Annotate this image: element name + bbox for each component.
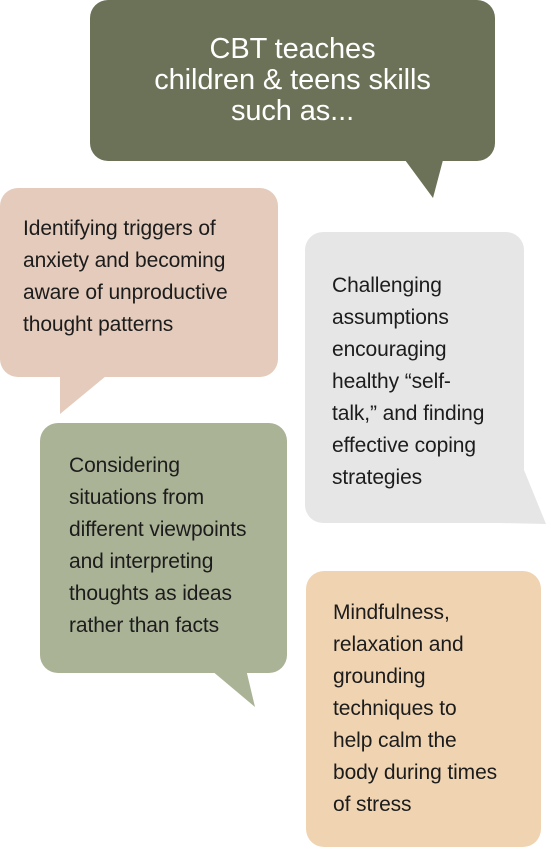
bubble-line: grounding (333, 665, 426, 688)
bubble-line: thoughts as ideas (69, 582, 232, 605)
viewpoints-text: Considering situations from different vi… (69, 450, 284, 642)
challenging-text: Challenging assumptions encouraging heal… (332, 270, 522, 494)
header-title-line: such as... (230, 95, 355, 127)
bubble-line: effective coping (332, 434, 476, 457)
bubble-line: rather than facts (69, 614, 220, 637)
bubble-line: encouraging (332, 338, 447, 361)
bubble-line: techniques to (333, 697, 457, 720)
bubble-line: situations from (69, 486, 205, 509)
viewpoints-bubble-tail (205, 665, 255, 707)
bubble-line: strategies (332, 466, 423, 489)
header-speech-bubble (90, 0, 495, 161)
header-title: CBT teaches children & teens skills such… (90, 34, 495, 127)
bubble-line: Considering (69, 454, 180, 477)
triggers-text: Identifying triggers of anxiety and beco… (23, 213, 273, 341)
bubble-line: help calm the (333, 729, 457, 752)
challenging-bubble-tail (490, 470, 546, 524)
bubble-line: anxiety and becoming (23, 249, 226, 272)
mindfulness-text: Mindfulness, relaxation and grounding te… (333, 597, 538, 821)
bubble-line: Mindfulness, (333, 601, 450, 624)
bubble-line: Challenging (332, 274, 442, 297)
header-title-line: CBT teaches (209, 33, 376, 65)
bubble-line: healthy “self- (332, 370, 451, 393)
challenging-speech-bubble (305, 232, 524, 523)
bubble-line: thought patterns (23, 313, 174, 336)
triggers-speech-bubble (0, 188, 278, 377)
bubble-line: talk,” and finding (332, 402, 485, 425)
mindfulness-speech-bubble (306, 571, 541, 847)
viewpoints-speech-bubble (40, 423, 287, 673)
bubble-line: of stress (333, 793, 412, 816)
header-title-line: children & teens skills (154, 64, 431, 96)
bubble-line: Identifying triggers of (23, 217, 216, 240)
bubble-line: body during times (333, 761, 498, 784)
header-bubble-tail (405, 160, 443, 198)
bubble-line: and interpreting (69, 550, 214, 573)
bubble-line: different viewpoints (69, 518, 247, 541)
triggers-bubble-tail (60, 376, 106, 414)
bubble-line: aware of unproductive (23, 281, 228, 304)
bubble-line: relaxation and (333, 633, 464, 656)
bubble-line: assumptions (332, 306, 449, 329)
